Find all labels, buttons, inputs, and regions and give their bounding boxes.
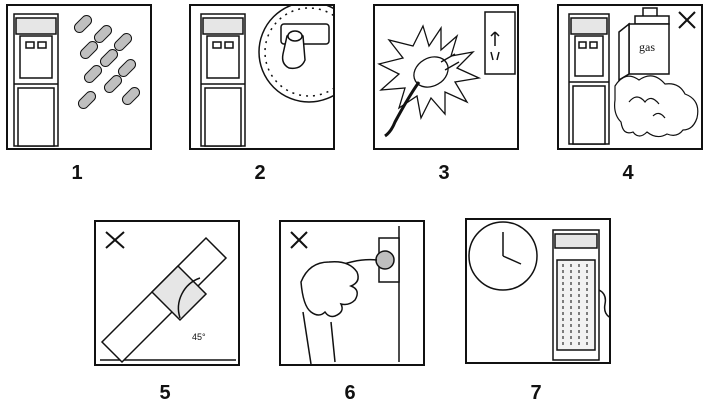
prohibit-x-icon	[290, 231, 308, 249]
water-dispenser-icon	[568, 13, 610, 145]
water-dispenser-icon	[200, 13, 246, 147]
step-number-3: 3	[438, 162, 450, 184]
water-dispenser-icon	[13, 13, 59, 147]
step-panel-7	[465, 218, 611, 364]
gas-can-icon	[618, 7, 670, 82]
step-number-6: 6	[344, 382, 356, 404]
hand-button-icon	[258, 6, 333, 103]
prohibit-x-icon	[105, 231, 125, 249]
step-panel-6	[279, 220, 425, 366]
prohibit-x-icon	[678, 11, 696, 29]
fire-icon	[614, 75, 699, 138]
step-number-5: 5	[159, 382, 171, 404]
hand-pull-plug-icon	[300, 258, 378, 364]
angle-label: 45°	[192, 332, 206, 342]
step-panel-4: gas	[557, 4, 703, 150]
step-panel-2	[189, 4, 335, 150]
water-drops-icon	[73, 14, 141, 110]
plug-spark-icon	[377, 24, 482, 138]
step-number-1: 1	[71, 162, 83, 184]
step-number-4: 4	[622, 162, 634, 184]
step-number-7: 7	[530, 382, 542, 404]
wall-socket-icon	[375, 226, 400, 362]
dispenser-back-icon	[552, 229, 609, 361]
step-panel-5: 45°	[94, 220, 240, 366]
step-panel-1	[6, 4, 152, 150]
step-panel-3	[373, 4, 519, 150]
clock-icon	[468, 221, 538, 291]
tilt-angle-icon	[100, 236, 236, 364]
step-number-2: 2	[254, 162, 266, 184]
wall-socket-icon	[484, 11, 516, 75]
